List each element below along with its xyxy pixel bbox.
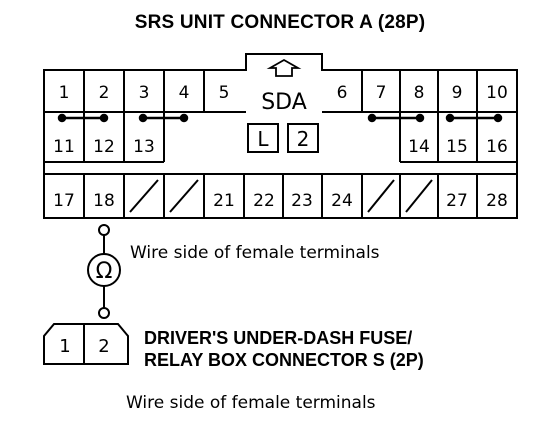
latch-label: SDA: [261, 90, 307, 115]
terminal-label: 10: [486, 83, 508, 103]
connector-s-title-line2: RELAY BOX CONNECTOR S (2P): [144, 350, 424, 370]
terminal-label: 9: [452, 83, 463, 103]
probe-tip-bottom: [98, 307, 110, 319]
terminal-label: 11: [53, 137, 75, 157]
terminal-label: 6: [337, 83, 348, 103]
connector-s-title-line1: DRIVER'S UNDER-DASH FUSE/: [144, 328, 413, 348]
connector-s-pin-label: 1: [59, 336, 70, 357]
latch-arrow-icon: [266, 58, 302, 77]
connector-a-wire-note: Wire side of female terminals: [130, 243, 380, 263]
terminal-label: 22: [253, 191, 275, 211]
box-2: [287, 123, 319, 153]
terminal-label: 12: [93, 137, 115, 157]
empty-cavity-25: [367, 179, 395, 213]
terminal-label: 28: [486, 191, 508, 211]
terminal-label: 27: [446, 191, 468, 211]
connector-a-title: SRS UNIT CONNECTOR A (28P): [134, 12, 426, 33]
terminal-label: 17: [53, 191, 75, 211]
empty-cavity-20: [169, 179, 199, 213]
connector-s-wire-note: Wire side of female terminals: [126, 393, 376, 413]
terminal-label: 8: [414, 83, 425, 103]
terminal-label: 5: [219, 83, 230, 103]
terminal-label: 4: [179, 83, 190, 103]
terminal-label: 18: [93, 191, 115, 211]
connector-s-pin-label: 2: [98, 336, 109, 357]
terminal-label: 15: [446, 137, 468, 157]
terminal-label: 13: [133, 137, 155, 157]
terminal-label: 7: [376, 83, 387, 103]
terminal-label: 16: [486, 137, 508, 157]
terminal-label: 3: [139, 83, 150, 103]
terminal-label: 23: [291, 191, 313, 211]
empty-cavity-19: [129, 179, 159, 213]
terminal-label: 1: [59, 83, 70, 103]
ohm-symbol: Ω: [96, 259, 113, 284]
connector-s-outline: [43, 323, 129, 365]
terminal-label: 21: [213, 191, 235, 211]
terminal-label: 24: [331, 191, 353, 211]
box-l-label: L: [257, 127, 269, 151]
probe-tip-top: [98, 224, 110, 236]
empty-cavity-26: [405, 179, 433, 213]
terminal-label: 2: [99, 83, 110, 103]
terminal-label: 14: [408, 137, 430, 157]
connector-a-outline: [43, 53, 518, 219]
box-l: [247, 123, 279, 153]
box-2-label: 2: [297, 127, 310, 151]
